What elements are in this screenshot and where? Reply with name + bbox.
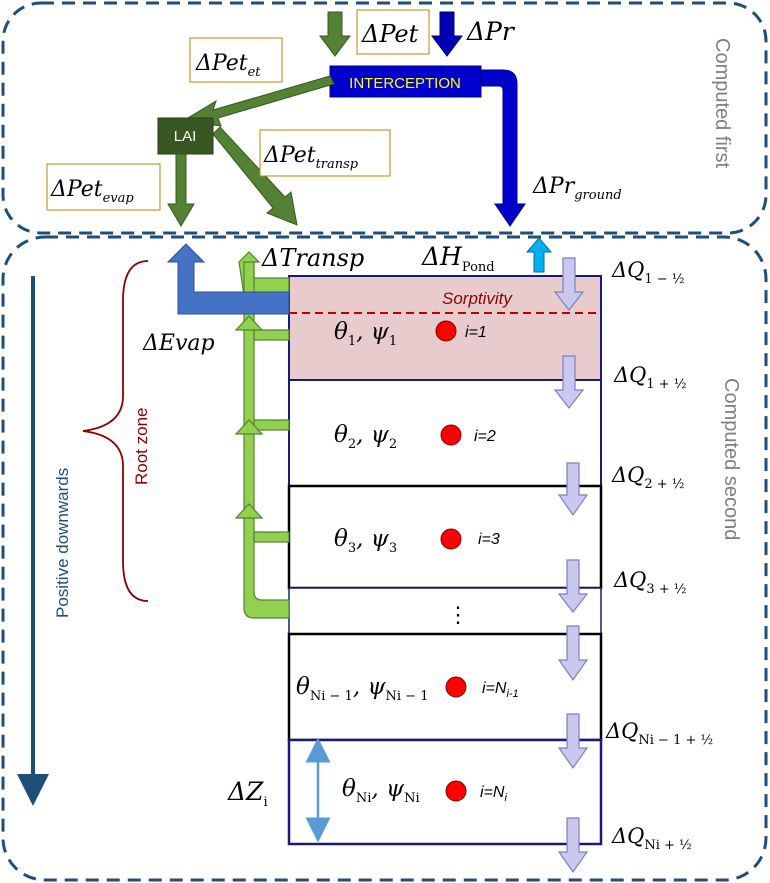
flux-label-2: ΔQ1 + ½ xyxy=(613,363,686,392)
soil-layer-gap xyxy=(288,587,602,635)
computed-second-region xyxy=(1,235,768,882)
soil-layer-ni-1 xyxy=(287,632,603,742)
sorptivity-label: Sorptivity xyxy=(442,289,513,308)
flux-arrow-6 xyxy=(557,713,589,770)
root-zone-label: Root zone xyxy=(132,408,151,486)
soil-layer-ni xyxy=(287,738,603,846)
dz-label: ΔZi xyxy=(227,777,268,810)
flux-label-5: ΔQNi − 1 + ½ xyxy=(605,719,713,748)
transp-label: ΔTransp xyxy=(261,244,364,272)
flux-arrow-2 xyxy=(553,355,585,409)
flux-arrow-7 xyxy=(557,817,589,874)
svg-text:ΔPetet: ΔPetet xyxy=(195,51,261,80)
lai-box: LAI xyxy=(157,117,214,155)
flux-arrow-1 xyxy=(553,257,585,311)
node-dot-3 xyxy=(440,528,462,550)
layer-index-3: i=3 xyxy=(478,531,500,548)
svg-text:ΔPetevap: ΔPetevap xyxy=(50,177,134,206)
ellipsis-dots: ⋮ xyxy=(447,603,469,628)
pr-ground-label: ΔPrground xyxy=(532,174,622,203)
pond-arrow xyxy=(525,237,553,273)
node-dot-ni xyxy=(445,780,467,802)
positive-downwards-label: Positive downwards xyxy=(53,468,72,618)
pr-label: ΔPr xyxy=(466,17,516,46)
flux-arrow-5 xyxy=(557,625,589,682)
layer-index-ni: i=Ni xyxy=(480,784,507,804)
svg-text:θNi, ψNi: θNi, ψNi xyxy=(342,776,420,806)
pet-arrow xyxy=(319,11,351,57)
root-zone-brace xyxy=(82,260,149,602)
flux-arrow-3 xyxy=(557,462,589,517)
layer-label-2: θ2, ψ2 i=2 xyxy=(334,422,496,452)
svg-text:θNi − 1, ψNi − 1: θNi − 1, ψNi − 1 xyxy=(296,674,428,704)
evaporation-arrow xyxy=(166,243,290,315)
layer-index-2: i=2 xyxy=(474,428,496,445)
layer-index-1: i=1 xyxy=(465,324,487,341)
svg-text:θ3, ψ3: θ3, ψ3 xyxy=(334,526,397,556)
flux-arrows xyxy=(553,257,589,874)
h-pond-label: ΔHPond xyxy=(421,242,495,275)
evap-label: ΔEvap xyxy=(142,331,215,356)
computed-second-label: Computed second xyxy=(720,378,742,540)
node-dot-2 xyxy=(440,424,462,446)
pet-transp-box: ΔPettransp xyxy=(259,129,391,177)
node-dot-ni-1 xyxy=(445,676,467,698)
pet-evap-box: ΔPetevap xyxy=(46,163,161,211)
flux-arrow-4 xyxy=(557,559,589,613)
svg-text:LAI: LAI xyxy=(174,128,197,145)
layer-index-ni-1: i=Ni-1 xyxy=(482,680,519,700)
pr-ground-arrow xyxy=(479,69,526,227)
pet-box: ΔPet xyxy=(356,9,430,55)
layer-label-1: θ1, ψ1 i=1 xyxy=(334,319,487,349)
svg-text:ΔPettransp: ΔPettransp xyxy=(263,143,359,172)
svg-text:INTERCEPTION: INTERCEPTION xyxy=(349,75,461,92)
svg-text:θ1, ψ1: θ1, ψ1 xyxy=(334,319,397,349)
svg-text:ΔPet: ΔPet xyxy=(361,20,419,48)
node-dot-1 xyxy=(435,320,457,342)
layer-label-ni: θNi, ψNi i=Ni xyxy=(342,776,507,806)
flux-label-6: ΔQNi + ½ xyxy=(611,824,692,853)
flux-label-1: ΔQ1 − ½ xyxy=(611,258,684,287)
flux-label-4: ΔQ3 + ½ xyxy=(613,568,686,597)
flux-label-3: ΔQ2 + ½ xyxy=(611,463,684,492)
layer-label-3: θ3, ψ3 i=3 xyxy=(334,526,500,556)
pet-transp-arrow xyxy=(212,126,298,226)
svg-text:θ2, ψ2: θ2, ψ2 xyxy=(334,422,397,452)
computed-first-region xyxy=(1,1,768,235)
computed-first-label: Computed first xyxy=(711,38,733,168)
layer-label-ni-1: θNi − 1, ψNi − 1 i=Ni-1 xyxy=(296,674,519,704)
pet-et-box: ΔPetet xyxy=(189,37,283,83)
interception-box: INTERCEPTION xyxy=(329,65,482,98)
pr-arrow xyxy=(431,11,463,57)
pet-evap-arrow xyxy=(167,153,195,227)
